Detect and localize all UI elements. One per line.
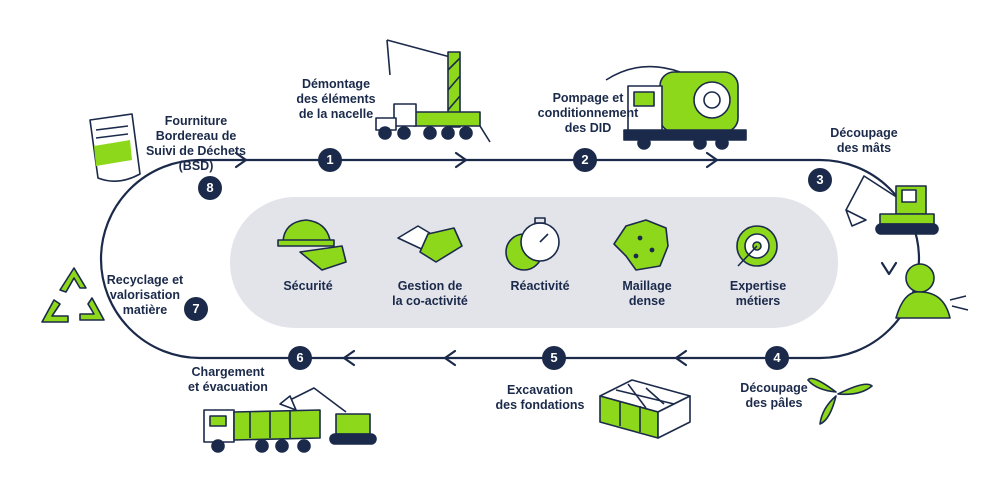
recycle-icon bbox=[41, 267, 105, 323]
concrete-block-icon bbox=[599, 379, 691, 439]
arrowhead bbox=[234, 151, 248, 169]
handshake-icon bbox=[397, 225, 463, 263]
value-label-reactivite: Réactivité bbox=[510, 279, 570, 293]
crane-truck-icon bbox=[375, 39, 491, 143]
arrowhead bbox=[674, 349, 688, 367]
step-number: 5 bbox=[542, 346, 566, 370]
step-number: 8 bbox=[198, 176, 222, 200]
arrowhead bbox=[342, 349, 356, 367]
step-number: 6 bbox=[288, 346, 312, 370]
document-icon bbox=[89, 113, 141, 182]
pump-truck-icon bbox=[605, 65, 747, 150]
arrowhead bbox=[443, 349, 457, 367]
turbine-blades-icon bbox=[807, 377, 873, 425]
excavator-welder-icon bbox=[845, 175, 969, 319]
helmet-gloves-icon bbox=[277, 219, 347, 271]
stopwatch-gear-icon bbox=[505, 217, 560, 271]
target-icon bbox=[736, 225, 778, 267]
france-map-icon bbox=[613, 219, 669, 271]
step-number: 7 bbox=[184, 297, 208, 321]
arrowhead bbox=[705, 151, 719, 169]
step-number: 1 bbox=[318, 148, 342, 172]
arrowhead bbox=[454, 151, 468, 169]
step-number: 4 bbox=[765, 346, 789, 370]
step-number: 2 bbox=[573, 148, 597, 172]
value-label-securite: Sécurité bbox=[283, 279, 333, 293]
step-number: 3 bbox=[808, 168, 832, 192]
dump-truck-excavator-icon bbox=[203, 387, 377, 453]
arrowheads bbox=[234, 151, 898, 367]
arrowhead bbox=[880, 261, 898, 276]
